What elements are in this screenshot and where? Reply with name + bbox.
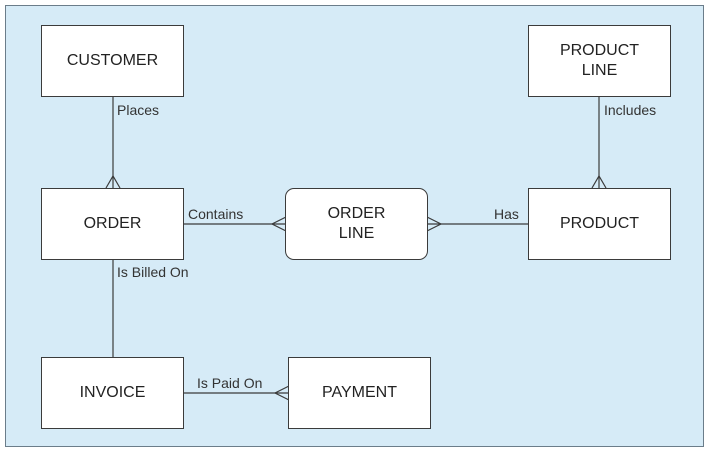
- includes-crowsfoot: [591, 174, 607, 189]
- entity-product-line: PRODUCT LINE: [528, 25, 671, 97]
- label-places: Places: [117, 102, 160, 118]
- places-crowsfoot: [105, 174, 121, 189]
- label-is-paid-on: Is Paid On: [197, 375, 263, 391]
- label-contains: Contains: [188, 206, 244, 222]
- is-paid-on-crowsfoot: [273, 385, 290, 401]
- entity-order: ORDER: [41, 188, 184, 260]
- entity-invoice: INVOICE: [41, 357, 184, 429]
- entity-payment: PAYMENT: [288, 357, 431, 429]
- has-crowsfoot: [426, 216, 443, 232]
- contains-crowsfoot: [270, 216, 287, 232]
- entity-customer: CUSTOMER: [41, 25, 184, 97]
- label-includes: Includes: [604, 102, 657, 118]
- label-is-billed-on: Is Billed On: [117, 264, 189, 280]
- label-has: Has: [494, 206, 519, 222]
- entity-product: PRODUCT: [528, 188, 671, 260]
- entity-order-line: ORDER LINE: [285, 188, 428, 260]
